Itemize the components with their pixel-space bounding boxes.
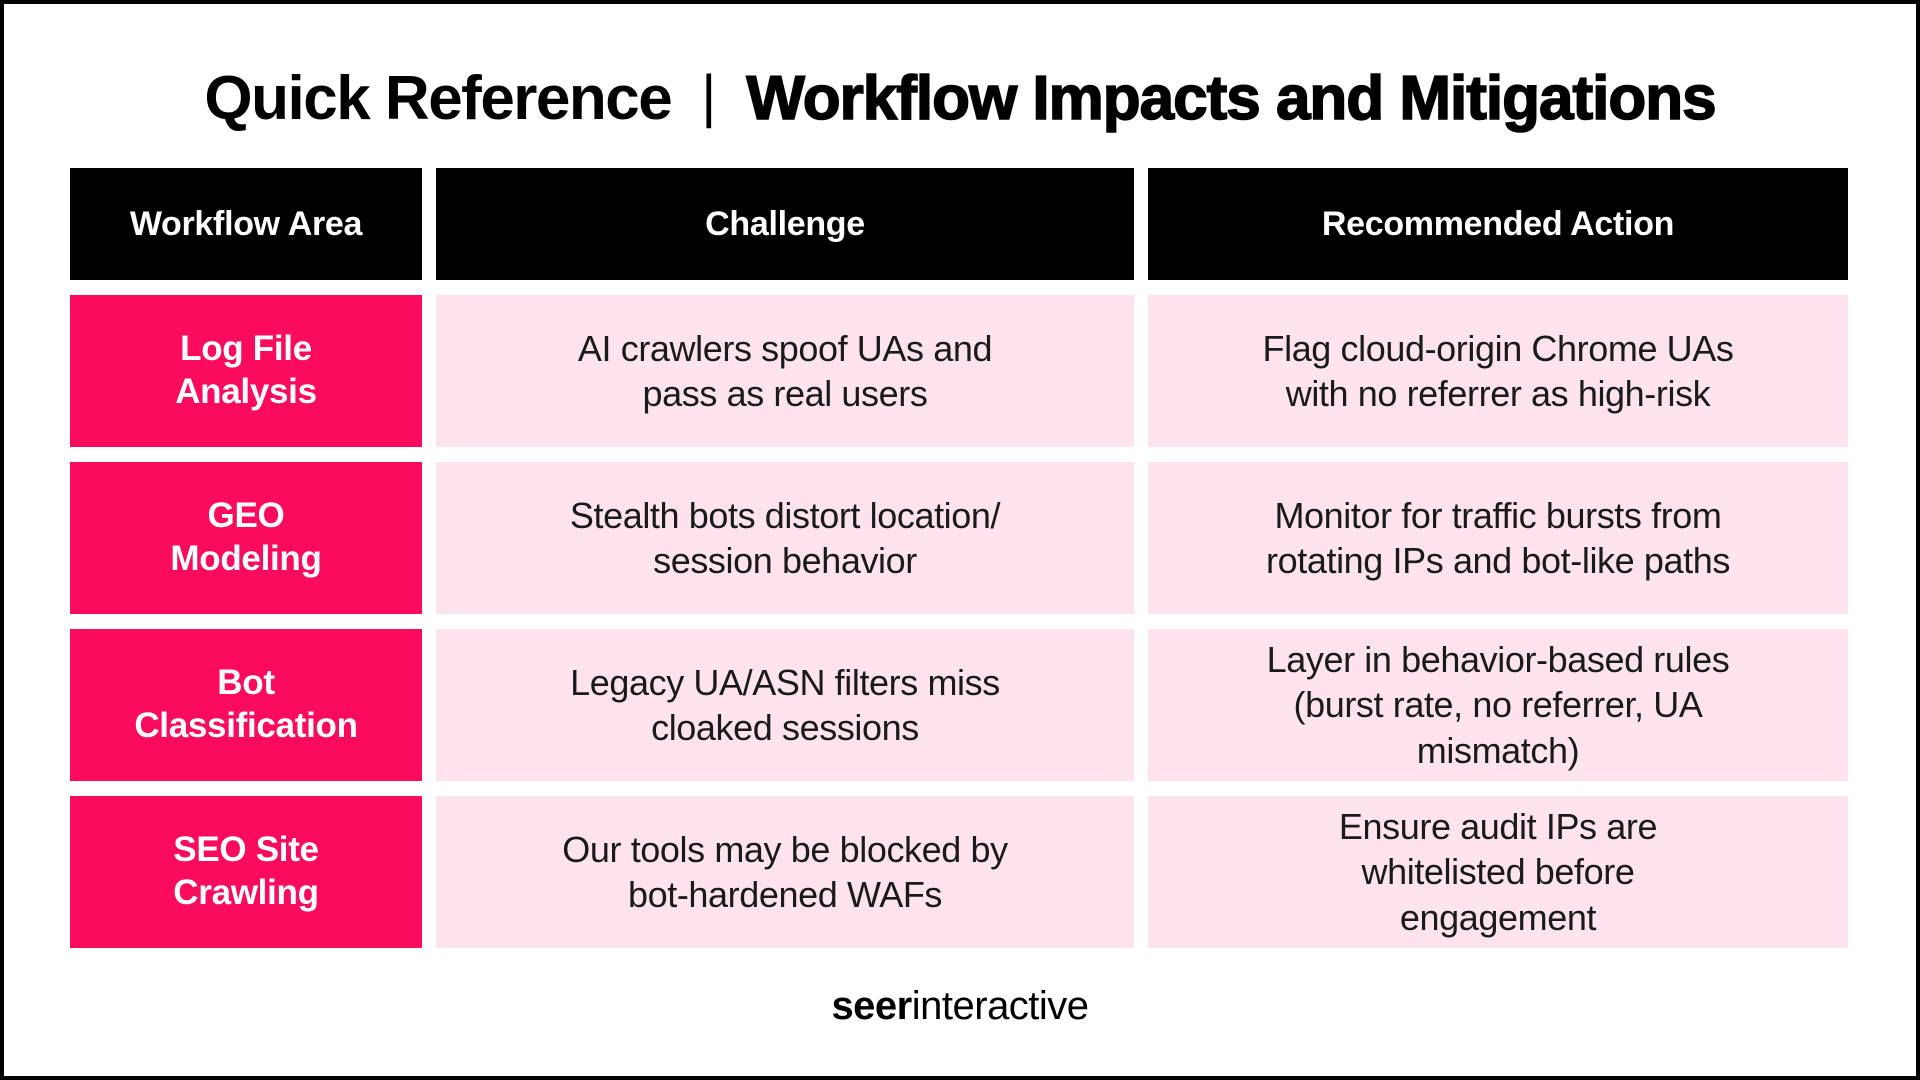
challenge-cell: Our tools may be blocked by bot-hardened… <box>436 796 1134 948</box>
column-header-challenge: Challenge <box>436 168 1134 280</box>
action-cell: Layer in behavior-based rules (burst rat… <box>1148 629 1848 781</box>
title-separator: | <box>701 63 717 129</box>
brand-logo-light: interactive <box>911 983 1089 1028</box>
brand-logo-bold: seer <box>831 983 912 1028</box>
action-cell: Flag cloud-origin Chrome UAs with no ref… <box>1148 295 1848 447</box>
title-highlight: Workflow Impacts and Mitigations <box>746 63 1718 134</box>
challenge-cell: Legacy UA/ASN filters miss cloaked sessi… <box>436 629 1134 781</box>
column-header-workflow-area: Workflow Area <box>70 168 422 280</box>
workflow-area-cell: SEO Site Crawling <box>70 796 422 948</box>
reference-table: Workflow Area Challenge Recommended Acti… <box>70 168 1848 948</box>
title-prefix: Quick Reference <box>204 63 672 133</box>
column-header-recommended-action: Recommended Action <box>1148 168 1848 280</box>
page-title: Quick Reference | Workflow Impacts and M… <box>4 52 1916 144</box>
action-cell: Monitor for traffic bursts from rotating… <box>1148 462 1848 614</box>
challenge-cell: Stealth bots distort location/ session b… <box>436 462 1134 614</box>
workflow-area-cell: GEO Modeling <box>70 462 422 614</box>
workflow-area-cell: Bot Classification <box>70 629 422 781</box>
challenge-cell: AI crawlers spoof UAs and pass as real u… <box>436 295 1134 447</box>
workflow-area-cell: Log File Analysis <box>70 295 422 447</box>
action-cell: Ensure audit IPs are whitelisted before … <box>1148 796 1848 948</box>
